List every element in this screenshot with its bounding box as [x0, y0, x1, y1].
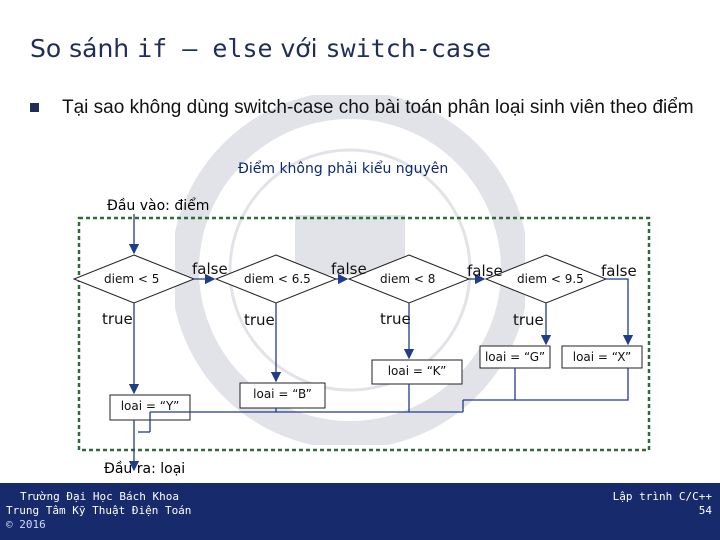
- true-label: true: [380, 310, 411, 328]
- slide-title: So sánh if – else với switch-case: [30, 34, 491, 63]
- footer-bar: Trường Đại Học Bách Khoa Trung Tâm Kỹ Th…: [0, 483, 720, 540]
- footer-year: © 2016: [6, 518, 46, 531]
- condition-label: diem < 9.5: [517, 272, 584, 286]
- false-label: false: [192, 260, 228, 278]
- condition-label: diem < 8: [380, 272, 436, 286]
- footer-school: Trường Đại Học Bách Khoa: [20, 490, 179, 503]
- false-label: false: [467, 262, 503, 280]
- false-label: false: [331, 260, 367, 278]
- result-box-x: [561, 345, 643, 369]
- true-label: true: [513, 311, 544, 329]
- condition-label: diem < 6.5: [244, 272, 311, 286]
- title-code-if-else: if – else: [137, 34, 273, 63]
- input-label: Đầu vào: điểm: [107, 198, 210, 214]
- true-label: true: [244, 311, 275, 329]
- title-code-switch: switch-case: [325, 34, 492, 63]
- false-label: false: [601, 262, 637, 280]
- footer-left: Trường Đại Học Bách Khoa Trung Tâm Kỹ Th…: [6, 490, 191, 532]
- bullet-text: Tại sao không dùng switch-case cho bài t…: [62, 97, 694, 118]
- true-label: true: [102, 310, 133, 328]
- result-label: loai = “B”: [253, 387, 312, 401]
- footer-center: Trung Tâm Kỹ Thuật Điện Toán: [6, 504, 192, 517]
- condition-label: diem < 5: [104, 272, 160, 286]
- title-text: So sánh: [30, 34, 138, 63]
- dashed-frame: [77, 216, 651, 452]
- result-label: loai = “Y”: [120, 399, 180, 413]
- footer-course: Lập trình C/C++: [612, 490, 712, 503]
- result-label: loai = “X”: [572, 350, 632, 364]
- result-label: loai = “K”: [387, 364, 447, 378]
- bullet-square-icon: [30, 103, 39, 112]
- result-box-b: [239, 382, 326, 409]
- result-label: loai = “G”: [484, 350, 546, 364]
- footer-page-number: 54: [698, 504, 712, 517]
- footer-right: Lập trình C/C++ 54: [613, 490, 712, 518]
- title-text: với: [272, 34, 326, 63]
- note-text: Điểm không phải kiểu nguyên: [238, 161, 449, 177]
- result-box-k: [371, 359, 463, 385]
- output-label: Đầu ra: loại: [104, 461, 186, 477]
